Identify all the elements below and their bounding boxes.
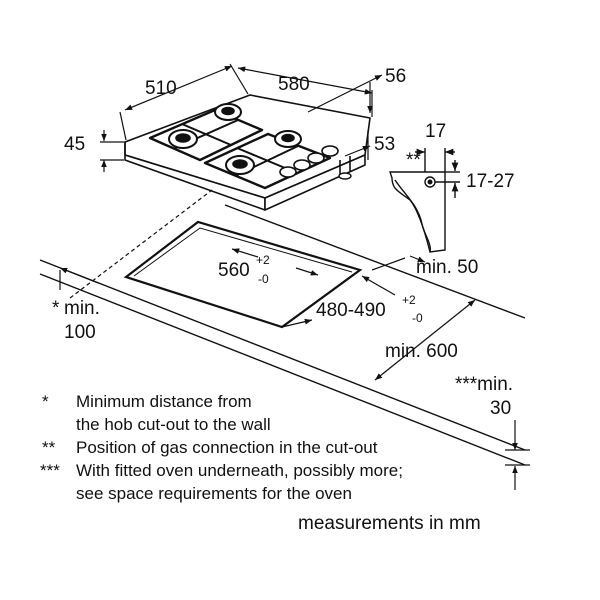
control-knobs: [279, 145, 339, 178]
burner-rear-right: [274, 130, 302, 148]
units-note: measurements in mm: [298, 513, 481, 534]
dim-min-wall-label: min.: [64, 298, 100, 319]
burner-rear-left: [214, 103, 242, 121]
note-3-line-2: see space requirements for the oven: [76, 484, 352, 503]
note-symbol-3: ***: [40, 461, 60, 480]
worktop-dimension-lines: [59, 248, 530, 490]
note-1-line-2: the hob cut-out to the wall: [76, 415, 271, 434]
dim-min-thickness-label: ***min.: [455, 374, 513, 395]
dim-hob-width: 580: [278, 74, 310, 95]
dim-min-wall-marker: *: [52, 298, 60, 319]
dim-hob-top-offset: 56: [385, 66, 406, 87]
gas-connection-detail: [389, 148, 460, 253]
dim-gas-conn-width: 17: [425, 121, 446, 142]
note-symbol-1: *: [42, 392, 49, 411]
dim-cutout-width-tol-plus: +2: [256, 253, 270, 267]
dim-min-thickness-value: 30: [490, 398, 511, 419]
dim-min-wall-value: 100: [64, 322, 96, 343]
note-2-line-1: Position of gas connection in the cut-ou…: [76, 438, 378, 457]
worktop-front-bottom-edge: [39, 273, 526, 466]
gas-inlet-pipe: [339, 156, 351, 175]
gas-conn-marker: **: [406, 150, 421, 171]
worktop: [39, 204, 526, 466]
dim-cutout-width: 560: [218, 260, 250, 281]
hob: [124, 94, 371, 211]
dim-gas-conn-height: 17-27: [466, 171, 515, 192]
dim-min-worktop: min. 600: [385, 341, 458, 362]
hob-cutout: [123, 220, 363, 329]
projection-line: [69, 189, 213, 299]
dim-cutout-width-tol-minus: -0: [258, 272, 269, 286]
note-symbol-2: **: [42, 438, 56, 457]
dim-cutout-depth: 480-490: [316, 300, 386, 321]
footnotes: * Minimum distance from the hob cut-out …: [40, 392, 403, 503]
hob-dimension-lines: [100, 63, 383, 172]
dim-hob-depth: 510: [145, 78, 177, 99]
note-3-line-1: With fitted oven underneath, possibly mo…: [76, 461, 403, 480]
note-1-line-1: Minimum distance from: [76, 392, 252, 411]
dim-hob-rear-offset: 53: [374, 134, 395, 155]
dim-cutout-depth-tol-minus: -0: [412, 311, 423, 325]
burner-front-right: [225, 155, 255, 175]
burner-front-left: [168, 129, 198, 149]
dim-hob-height: 45: [64, 134, 85, 155]
dim-min-rear: min. 50: [416, 257, 478, 278]
worktop-front-top-edge: [39, 259, 526, 451]
worktop-rear-edge: [224, 204, 526, 319]
dim-cutout-depth-tol-plus: +2: [402, 293, 416, 307]
